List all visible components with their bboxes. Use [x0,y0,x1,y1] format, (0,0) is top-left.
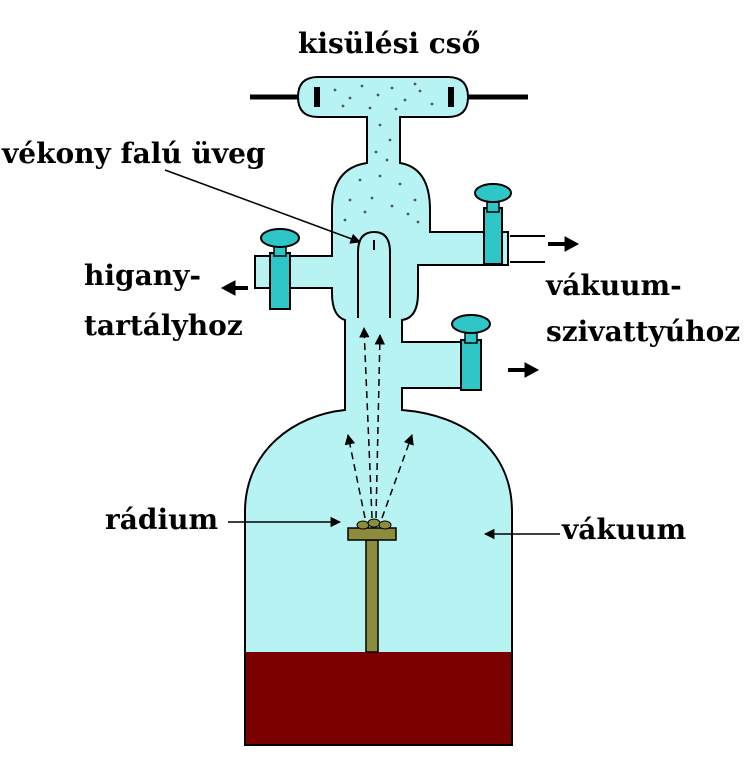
label-mercury-line1: higany- [84,259,201,292]
mercury-reservoir [246,652,511,744]
valve-upper-right [474,183,545,265]
glass-apparatus [244,76,513,746]
label-pump-line1: vákuum- [546,269,682,302]
leader-lines [164,169,560,540]
outflow-arrows [220,236,580,378]
label-discharge-tube: kisülési cső [298,27,481,60]
label-radium: rádium [105,503,219,536]
right-electrode-cap [448,87,454,107]
label-pump-line2: szivattyúhoz [546,315,741,348]
label-thin-glass: vékony falú üveg [2,137,266,170]
gas-particles [333,82,434,224]
valve-lower-right [451,314,491,391]
label-vacuum: vákuum [562,513,687,546]
emanation-rays [344,326,414,519]
thin-wall-tube [357,230,391,318]
left-electrode-cap [314,87,320,107]
radium-holder [347,518,397,653]
label-mercury-line2: tartályhoz [84,309,243,342]
valve-left [260,228,300,310]
